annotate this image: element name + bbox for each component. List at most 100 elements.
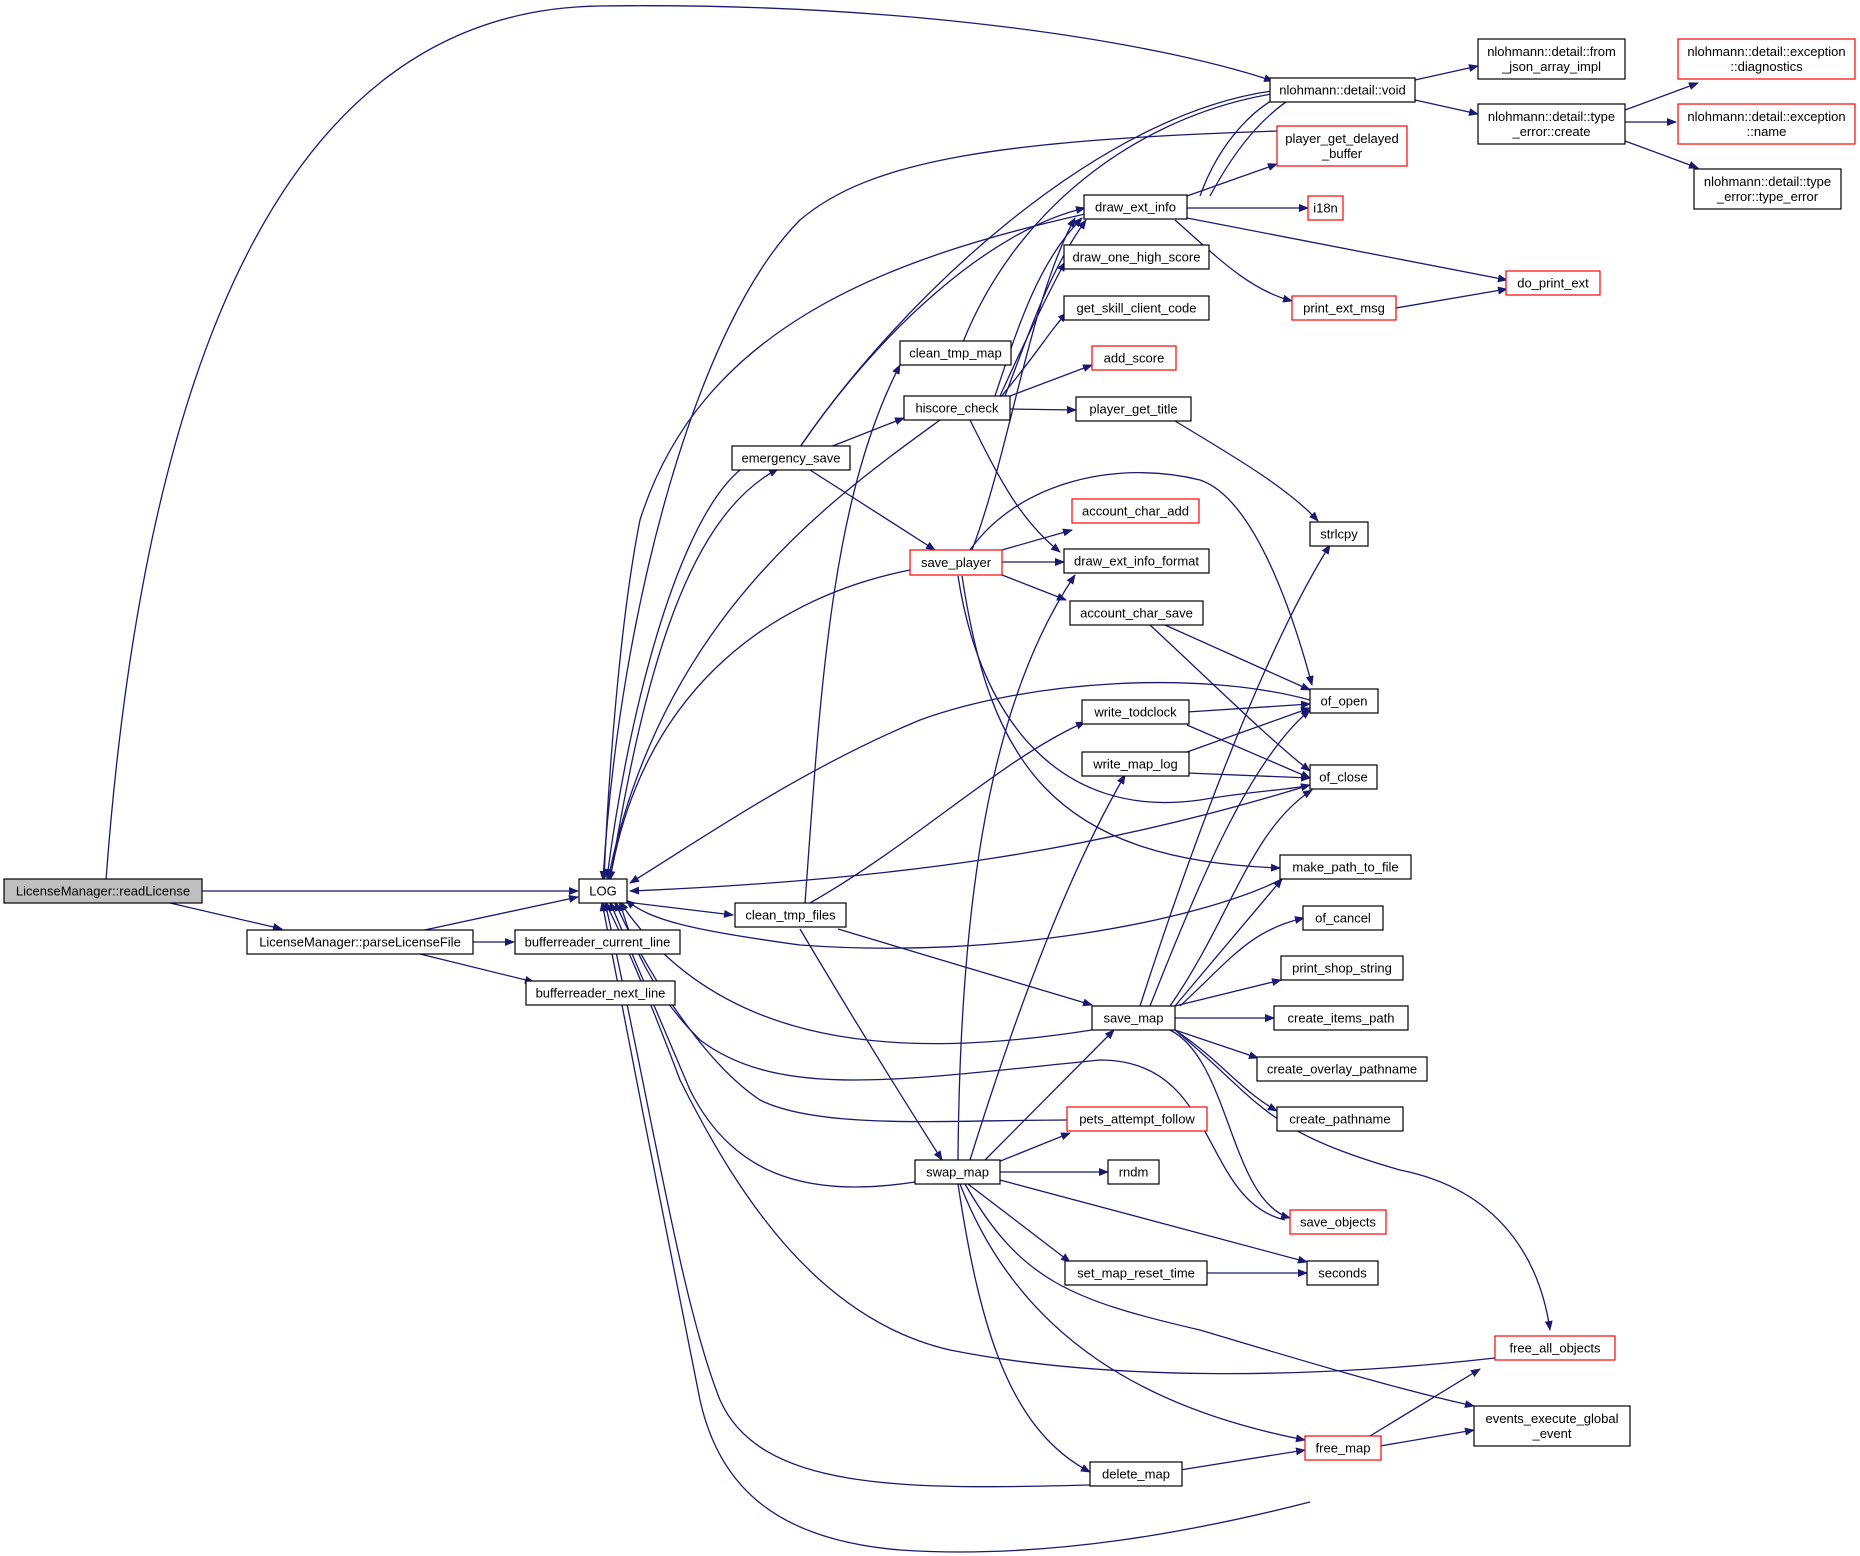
node-box: [1269, 77, 1416, 103]
node-nl-exc-diag[interactable]: nlohmann::detail::exception::diagnostics: [1677, 38, 1856, 80]
node-label: make_path_to_file: [1292, 860, 1398, 875]
node-write-map-log[interactable]: write_map_log: [1081, 751, 1190, 777]
edge-save-map-to-create-pathname: [1174, 1029, 1278, 1112]
node-delete-map[interactable]: delete_map: [1089, 1461, 1183, 1487]
node-draw-ext-info-format[interactable]: draw_ext_info_format: [1063, 548, 1210, 574]
edge-readlicense-to-nl-void: [105, 5, 1274, 881]
node-account-char-add[interactable]: account_char_add: [1071, 498, 1200, 524]
node-label: get_skill_client_code: [1077, 301, 1197, 316]
node-label: _error::create: [1511, 124, 1590, 139]
node-events-execute-global[interactable]: events_execute_global_event: [1473, 1405, 1631, 1447]
edge-emergency-save-to-hiscore-check: [829, 417, 905, 448]
node-log[interactable]: LOG: [578, 878, 628, 904]
edge-swap-map-to-pets-attempt-follow: [997, 1132, 1071, 1163]
node-label: of_cancel: [1315, 911, 1371, 926]
node-br-next-line[interactable]: bufferreader_next_line: [525, 980, 676, 1006]
node-box: [1306, 1260, 1379, 1286]
edge-of-close-to-log: [629, 784, 1311, 895]
node-get-skill-client-code[interactable]: get_skill_client_code: [1063, 295, 1210, 321]
node-label: nlohmann::detail::exception: [1687, 44, 1845, 59]
node-nl-void[interactable]: nlohmann::detail::void: [1269, 77, 1416, 103]
edge-parselicensefile-to-br-next-line: [419, 953, 535, 984]
node-draw-one-high-score[interactable]: draw_one_high_score: [1063, 244, 1210, 270]
edge-player-get-delayed-to-log: [599, 130, 1280, 881]
edge-pets-attempt-follow-to-log: [614, 901, 1068, 1123]
node-box: [1063, 548, 1210, 574]
node-print-shop-string[interactable]: print_shop_string: [1280, 955, 1404, 981]
node-label: LicenseManager::readLicense: [16, 884, 190, 899]
node-create-pathname[interactable]: create_pathname: [1276, 1106, 1404, 1132]
node-of-close[interactable]: of_close: [1309, 764, 1378, 790]
node-label: clean_tmp_map: [909, 346, 1002, 361]
node-nl-type-error-create[interactable]: nlohmann::detail::type_error::create: [1477, 103, 1626, 145]
node-label: LicenseManager::parseLicenseFile: [259, 935, 461, 950]
node-strlcpy[interactable]: strlcpy: [1309, 521, 1369, 547]
node-seconds[interactable]: seconds: [1306, 1260, 1379, 1286]
node-label: of_open: [1321, 694, 1368, 709]
node-rndm[interactable]: rndm: [1107, 1159, 1160, 1185]
node-box: [525, 980, 676, 1006]
edge-save-map-to-save-objects: [1169, 1029, 1291, 1220]
node-label: pets_attempt_follow: [1079, 1112, 1195, 1127]
node-set-map-reset-time[interactable]: set_map_reset_time: [1064, 1260, 1208, 1286]
node-clean-tmp-files[interactable]: clean_tmp_files: [734, 902, 847, 928]
edge-hiscore-check-to-player-get-title: [1009, 405, 1077, 414]
node-box: [1276, 125, 1408, 167]
node-save-map[interactable]: save_map: [1091, 1005, 1176, 1031]
node-add-score[interactable]: add_score: [1091, 345, 1177, 371]
node-do-print-ext[interactable]: do_print_ext: [1505, 270, 1601, 296]
edge-swap-map-to-log: [609, 901, 916, 1188]
node-account-char-save[interactable]: account_char_save: [1069, 600, 1204, 626]
node-box: [1309, 521, 1369, 547]
node-label: add_score: [1104, 351, 1165, 366]
node-i18n[interactable]: i18n: [1307, 195, 1344, 221]
edge-hiscore-check-to-get-skill-client-code: [999, 312, 1068, 399]
node-create-overlay-pathname[interactable]: create_overlay_pathname: [1256, 1056, 1428, 1082]
node-readlicense[interactable]: LicenseManager::readLicense: [3, 878, 203, 904]
node-box: [1081, 751, 1190, 777]
node-box: [1063, 295, 1210, 321]
node-nl-exc-name[interactable]: nlohmann::detail::exception::name: [1677, 103, 1856, 145]
node-player-get-title[interactable]: player_get_title: [1075, 396, 1192, 422]
node-box: [1309, 764, 1378, 790]
node-pets-attempt-follow[interactable]: pets_attempt_follow: [1066, 1106, 1208, 1132]
edge-free-map-to-events-execute-global: [1379, 1427, 1475, 1447]
node-box: [1473, 1405, 1631, 1447]
node-label: draw_ext_info_format: [1074, 554, 1199, 569]
node-nl-from-json[interactable]: nlohmann::detail::from_json_array_impl: [1477, 38, 1626, 80]
node-free-all-objects[interactable]: free_all_objects: [1494, 1335, 1616, 1361]
node-label: events_execute_global: [1486, 1411, 1619, 1426]
node-save-player[interactable]: save_player: [909, 549, 1003, 576]
node-make-path-to-file[interactable]: make_path_to_file: [1279, 854, 1412, 880]
edge-draw-ext-info-to-player-get-delayed: [1186, 163, 1278, 197]
node-label: delete_map: [1102, 1467, 1170, 1482]
edge-save-map-to-of-open: [1149, 709, 1311, 1007]
node-draw-ext-info[interactable]: draw_ext_info: [1083, 194, 1188, 220]
node-box: [1075, 396, 1192, 422]
node-label: rndm: [1119, 1165, 1149, 1180]
node-label: write_todclock: [1093, 705, 1177, 720]
node-create-items-path[interactable]: create_items_path: [1273, 1005, 1409, 1031]
node-label: of_close: [1319, 770, 1367, 785]
node-box: [1309, 688, 1379, 714]
node-label: set_map_reset_time: [1077, 1266, 1195, 1281]
node-label: nlohmann::detail::void: [1279, 83, 1405, 98]
node-label: nlohmann::detail::exception: [1687, 109, 1845, 124]
node-clean-tmp-map[interactable]: clean_tmp_map: [899, 340, 1012, 366]
node-emergency-save[interactable]: emergency_save: [731, 445, 851, 471]
node-write-todclock[interactable]: write_todclock: [1081, 699, 1190, 725]
node-free-map[interactable]: free_map: [1304, 1435, 1382, 1461]
edge-save-map-to-of-cancel: [1179, 916, 1305, 1007]
node-nl-type-error-te[interactable]: nlohmann::detail::type_error::type_error: [1693, 168, 1842, 210]
node-player-get-delayed[interactable]: player_get_delayed_buffer: [1276, 125, 1408, 167]
node-save-objects[interactable]: save_objects: [1289, 1209, 1387, 1235]
node-hiscore-check[interactable]: hiscore_check: [903, 395, 1011, 421]
node-of-open[interactable]: of_open: [1309, 688, 1379, 714]
node-parselicensefile[interactable]: LicenseManager::parseLicenseFile: [246, 929, 474, 955]
node-of-cancel[interactable]: of_cancel: [1302, 905, 1384, 931]
node-swap-map[interactable]: swap_map: [914, 1159, 1001, 1185]
node-print-ext-msg[interactable]: print_ext_msg: [1291, 295, 1397, 321]
node-br-current-line[interactable]: bufferreader_current_line: [514, 929, 681, 955]
edge-save-map-to-strlcpy: [1139, 544, 1331, 1007]
node-box: [1307, 195, 1344, 221]
